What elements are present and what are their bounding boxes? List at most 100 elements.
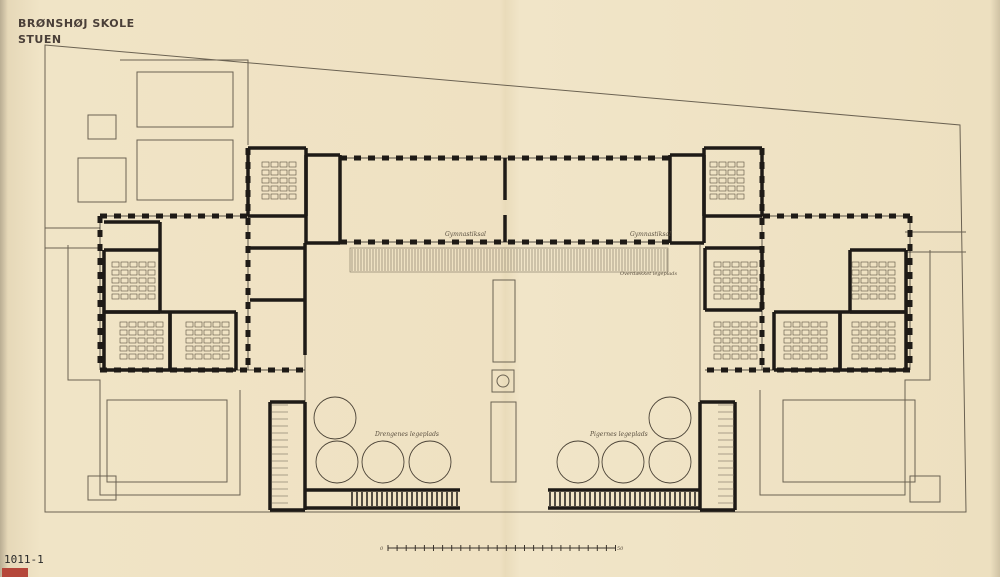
desk [783,345,792,352]
scale-start: 0 [380,546,384,552]
desk [801,329,810,336]
desk [887,337,896,344]
desk [138,269,147,276]
desk [819,345,828,352]
desk [722,293,731,300]
desk [869,261,878,268]
desk [713,329,722,336]
desk [212,337,221,344]
desk [279,185,288,192]
desk [129,277,138,284]
desk [713,345,722,352]
desk [261,177,270,184]
desk [878,269,887,276]
desk [111,277,120,284]
desk [783,329,792,336]
desk [887,293,896,300]
desk [722,261,731,268]
desk [261,169,270,176]
desk [270,177,279,184]
desk [740,329,749,336]
desk [749,285,758,292]
desk [792,321,801,328]
desk [749,293,758,300]
desk [740,321,749,328]
desk [146,321,155,328]
drawing-title-block: BRØNSHØJ SKOLE STUEN [18,16,135,48]
desk [155,353,164,360]
desk [221,353,230,360]
desk [792,345,801,352]
desk [878,261,887,268]
desk [128,345,137,352]
desk [792,329,801,336]
desk [878,337,887,344]
desk [860,277,869,284]
desk [120,293,129,300]
pool [492,279,516,363]
desk [713,353,722,360]
desk [212,329,221,336]
desk [810,353,819,360]
desk [120,277,129,284]
desk [155,337,164,344]
desk [740,269,749,276]
desk [851,329,860,336]
desk [819,329,828,336]
desk [288,193,297,200]
gate-hut [87,475,117,501]
desk [869,345,878,352]
desk [270,193,279,200]
desk [851,261,860,268]
gate-hut [909,475,941,503]
desk [221,329,230,336]
desk [155,321,164,328]
desk [727,161,736,168]
tree-circle [361,440,405,484]
desk [185,337,194,344]
desk [851,345,860,352]
desk [783,337,792,344]
garden-plot [77,157,127,203]
desk [713,277,722,284]
desk [722,277,731,284]
desk [288,161,297,168]
desk [111,261,120,268]
desk [212,353,221,360]
label-gym-right: Gymnastiksal [630,231,671,238]
desk [203,353,212,360]
desk [731,293,740,300]
desk [718,169,727,176]
desk [119,345,128,352]
desk [147,293,156,300]
desk [722,337,731,344]
desk [860,321,869,328]
tree-circle [556,440,600,484]
desk [713,285,722,292]
desk [279,161,288,168]
tree-circle [648,396,692,440]
desk [146,329,155,336]
desk [869,269,878,276]
desk [749,277,758,284]
desk [851,269,860,276]
desk [203,345,212,352]
desk [740,277,749,284]
desk [731,345,740,352]
desk [129,261,138,268]
desk [128,353,137,360]
desk [860,353,869,360]
desk [120,261,129,268]
desk [810,321,819,328]
desk [119,329,128,336]
desk [878,329,887,336]
desk [749,269,758,276]
desk [194,321,203,328]
desk [736,169,745,176]
desk [851,353,860,360]
desk [749,261,758,268]
desk [212,345,221,352]
desk [740,293,749,300]
desk [801,353,810,360]
